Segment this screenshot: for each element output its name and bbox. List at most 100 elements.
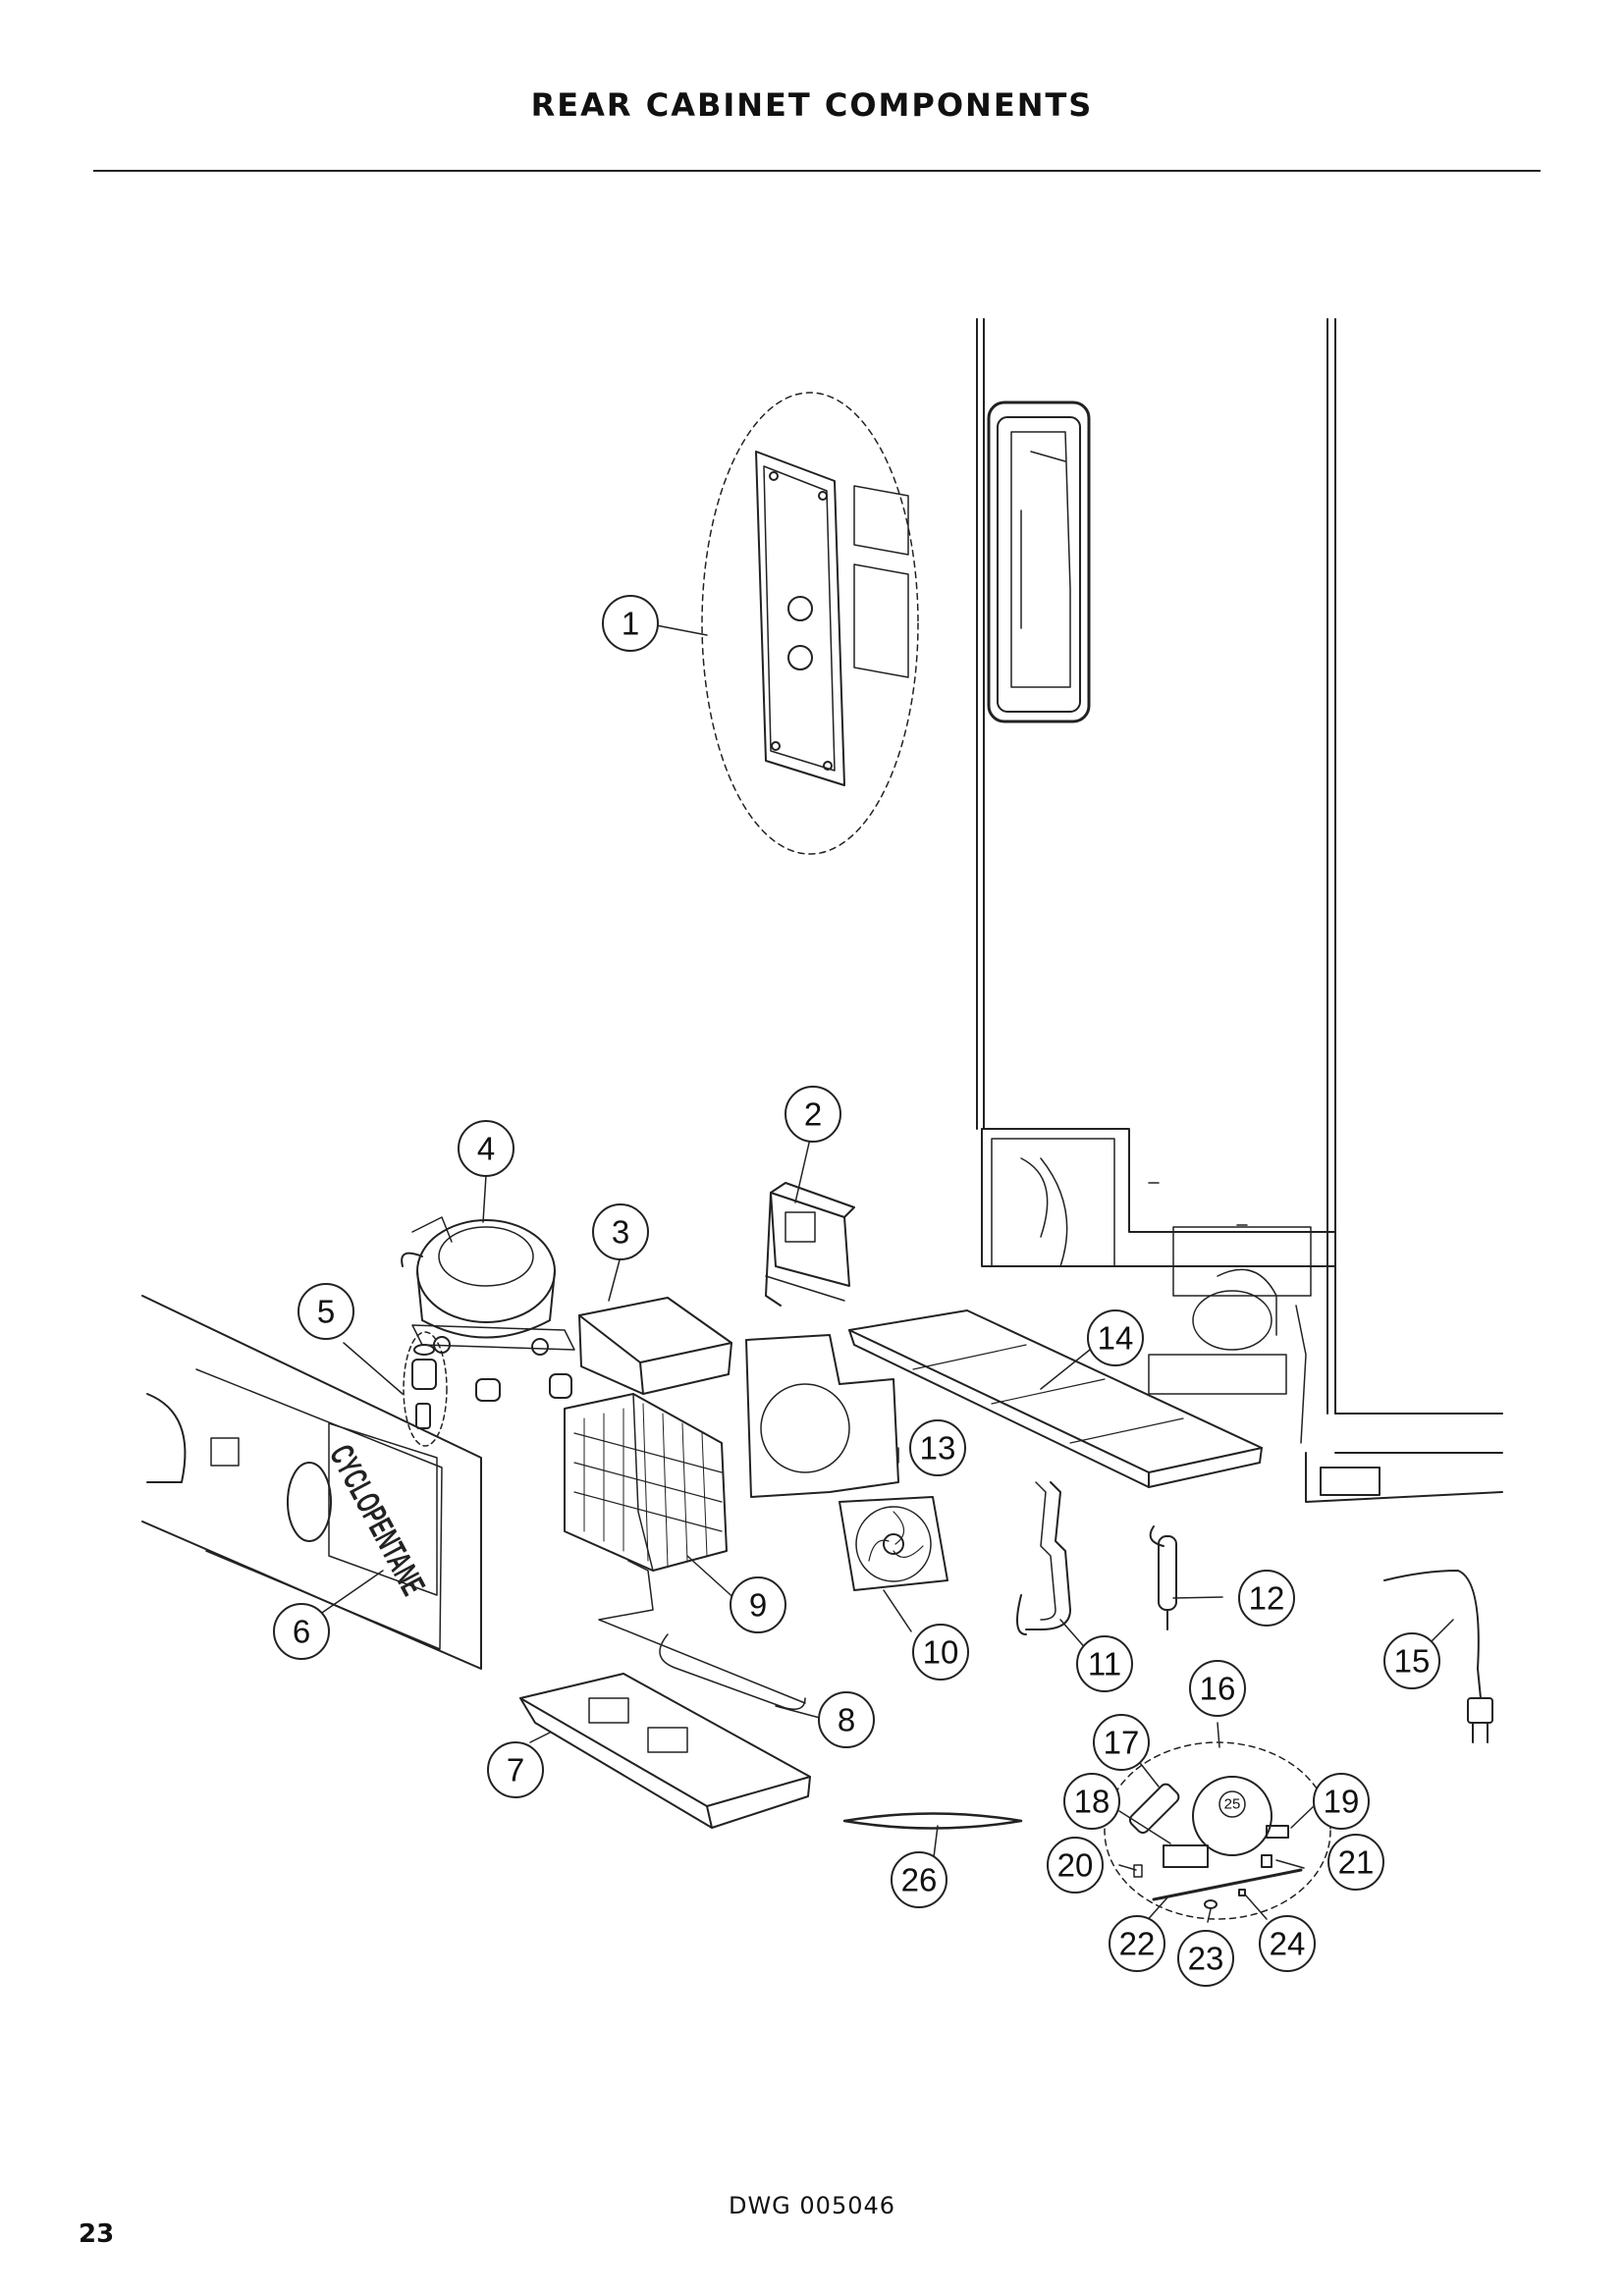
callout-circle	[1076, 1635, 1133, 1692]
callout-label: 26	[901, 1862, 938, 1898]
callout-circle	[1093, 1714, 1150, 1771]
callout-12: 12	[1238, 1570, 1295, 1627]
item-8-heater-loop	[598, 1560, 806, 1710]
item-3-insulation-block	[578, 1297, 732, 1395]
callout-circle	[1238, 1570, 1295, 1627]
callout-label: 1	[622, 606, 639, 642]
callout-9: 9	[730, 1576, 786, 1633]
callout-circle	[730, 1576, 786, 1633]
callout-4: 4	[458, 1120, 514, 1177]
item-5-grommets	[403, 1331, 572, 1447]
callout-label: 16	[1200, 1671, 1236, 1707]
callout-circle	[592, 1203, 649, 1260]
callout-23: 23	[1177, 1930, 1234, 1987]
callout-circle	[785, 1086, 841, 1143]
item-10-fan	[839, 1496, 948, 1591]
callout-label: 15	[1394, 1643, 1431, 1680]
callout-20: 20	[1047, 1837, 1104, 1894]
item-2-control-box	[765, 1182, 855, 1307]
drawing-number: DWG 005046	[728, 2192, 896, 2219]
callout-14: 14	[1087, 1309, 1144, 1366]
callout-circle	[1327, 1834, 1384, 1891]
item-14-base-plate	[848, 1309, 1263, 1488]
callout-circle	[1189, 1660, 1246, 1717]
callout-circle	[1218, 1790, 1246, 1818]
callout-3: 3	[592, 1203, 649, 1260]
callout-circle	[1063, 1773, 1120, 1830]
item-15-power-cord	[1383, 1570, 1493, 1743]
leader-lines	[318, 624, 1454, 1925]
callout-26: 26	[891, 1851, 947, 1908]
callout-circle	[909, 1419, 966, 1476]
callout-circle	[1383, 1632, 1440, 1689]
callout-label: 18	[1074, 1784, 1110, 1820]
callout-7: 7	[487, 1741, 544, 1798]
cyclopentane-marking: CYCLOPENTANE	[323, 1439, 433, 1601]
callout-label: 3	[612, 1214, 629, 1251]
item-16-valve-assembly	[1104, 1741, 1331, 1920]
callout-label: 14	[1098, 1320, 1134, 1357]
callout-label: 10	[923, 1634, 959, 1671]
callout-label: 25	[1224, 1796, 1241, 1813]
item-11-drain-hose	[1016, 1481, 1071, 1635]
callout-label: 6	[293, 1614, 310, 1650]
callout-label: 8	[838, 1702, 855, 1738]
callout-label: 11	[1088, 1646, 1121, 1682]
page-title: REAR CABINET COMPONENTS	[530, 86, 1094, 124]
callout-5: 5	[298, 1283, 354, 1340]
callout-circle	[1047, 1837, 1104, 1894]
callout-label: 19	[1324, 1784, 1360, 1820]
callout-circle	[273, 1603, 330, 1660]
callout-circle	[1313, 1773, 1370, 1830]
callout-label: 13	[920, 1430, 956, 1467]
callout-circle	[1259, 1915, 1316, 1972]
callout-15: 15	[1383, 1632, 1440, 1689]
callout-1: 1	[602, 595, 659, 652]
callout-22: 22	[1109, 1915, 1165, 1972]
item-4-compressor	[401, 1216, 575, 1356]
callout-label: 24	[1270, 1926, 1306, 1962]
callout-label: 23	[1188, 1941, 1224, 1977]
callout-circle	[818, 1691, 875, 1748]
callout-circle	[487, 1741, 544, 1798]
callout-25: 25	[1218, 1790, 1246, 1818]
callout-label: 4	[477, 1131, 495, 1167]
callout-label: 5	[317, 1294, 335, 1330]
callout-circle	[458, 1120, 514, 1177]
callout-17: 17	[1093, 1714, 1150, 1771]
callout-10: 10	[912, 1624, 969, 1681]
callout-circle	[912, 1624, 969, 1681]
callout-label: 12	[1249, 1580, 1285, 1617]
item-7-drain-tray	[519, 1673, 811, 1829]
callout-11: 11	[1076, 1635, 1133, 1692]
callout-label: 20	[1057, 1847, 1094, 1884]
callout-6: 6	[273, 1603, 330, 1660]
callout-2: 2	[785, 1086, 841, 1143]
callout-21: 21	[1327, 1834, 1384, 1891]
callout-24: 24	[1259, 1915, 1316, 1972]
callout-circle	[298, 1283, 354, 1340]
callout-circle	[1109, 1915, 1165, 1972]
callout-label: 17	[1104, 1725, 1140, 1761]
callout-18: 18	[1063, 1773, 1120, 1830]
item-13-fan-shroud	[745, 1334, 899, 1498]
item-9-condenser	[564, 1393, 728, 1572]
callout-label: 21	[1338, 1844, 1375, 1881]
callout-8: 8	[818, 1691, 875, 1748]
page-number: 23	[79, 2219, 115, 2249]
callout-13: 13	[909, 1419, 966, 1476]
callout-circle	[1177, 1930, 1234, 1987]
item-6-rear-base-panel	[141, 1295, 482, 1670]
title-rule	[93, 170, 1541, 172]
cabinet-rear-panel	[987, 400, 1091, 723]
compressor-compartment	[991, 1138, 1312, 1444]
item-12-sensor	[1149, 1525, 1177, 1630]
callout-19: 19	[1313, 1773, 1370, 1830]
callout-label: 2	[804, 1096, 822, 1133]
callout-circle	[1087, 1309, 1144, 1366]
callout-circle	[602, 595, 659, 652]
callout-circle	[891, 1851, 947, 1908]
callout-16: 16	[1189, 1660, 1246, 1717]
